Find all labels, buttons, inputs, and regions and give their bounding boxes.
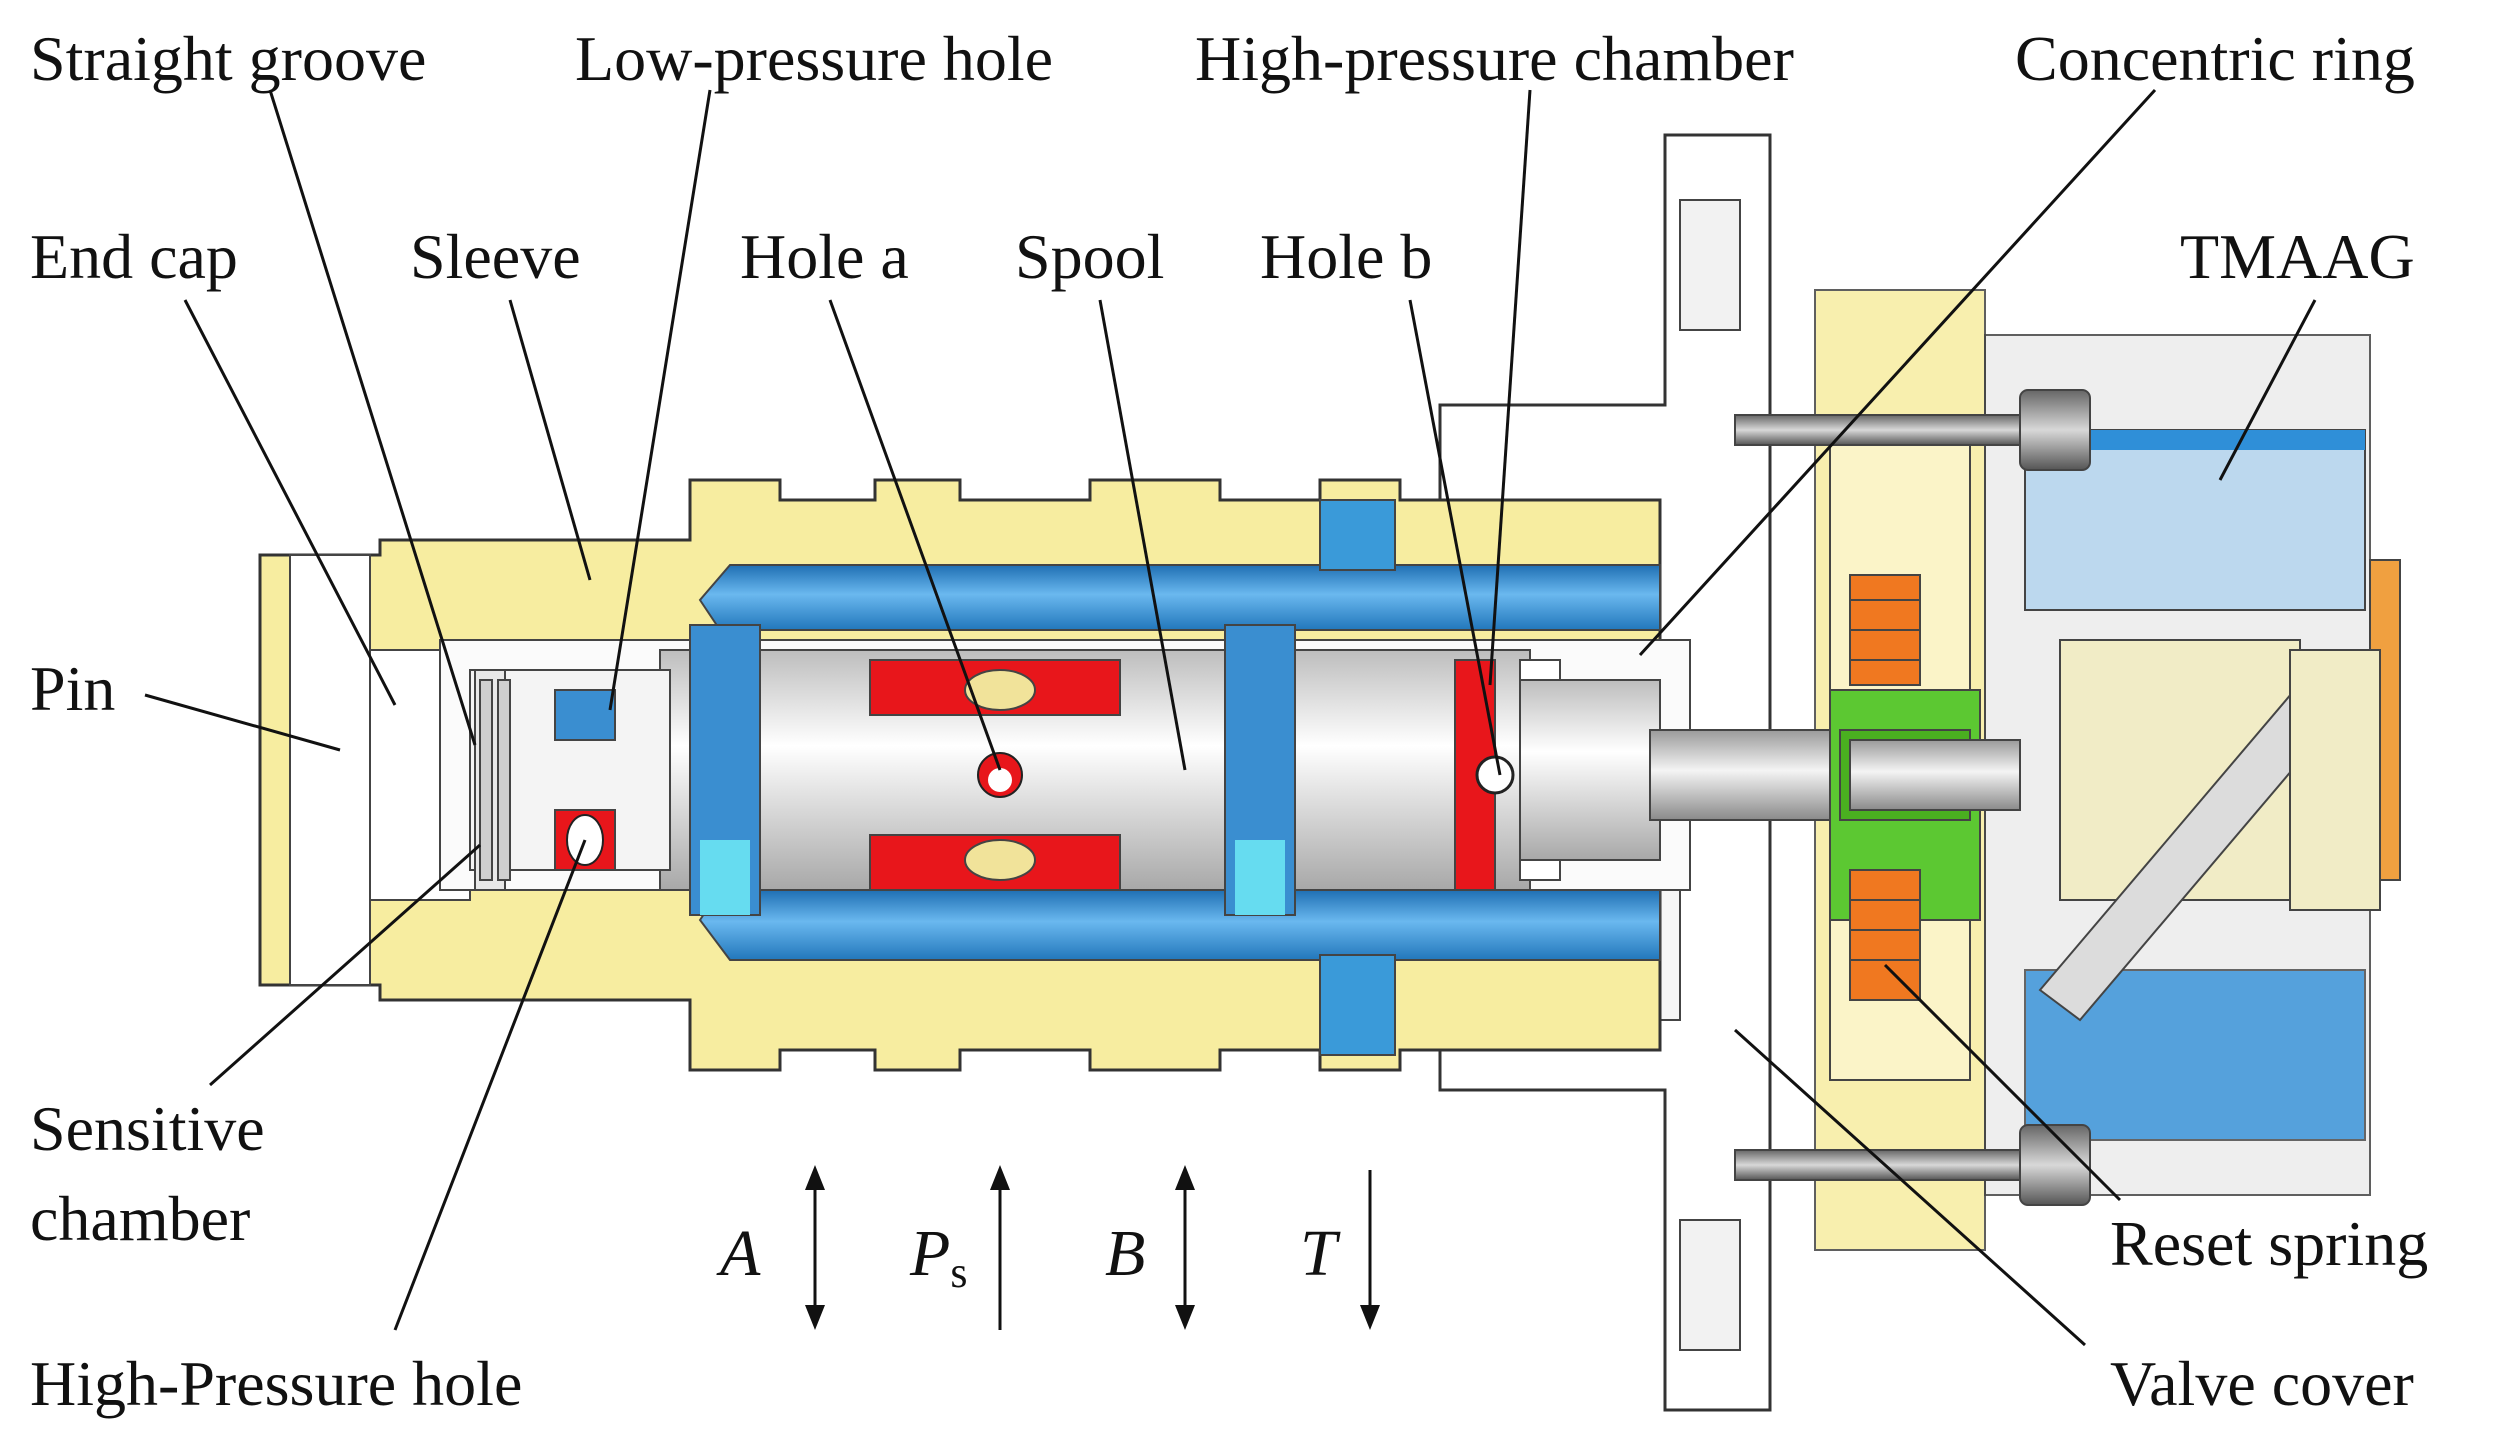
port-t-label: T	[1300, 1217, 1341, 1290]
end-cap-part	[469, 669, 671, 891]
label-straight-groove: Straight groove	[30, 23, 426, 94]
label-hole-b: Hole b	[1260, 221, 1432, 292]
bolts	[1734, 389, 2091, 1206]
label-tmaag: TMAAG	[2180, 221, 2415, 292]
tmaag-housing	[1984, 334, 2401, 1196]
label-end-cap: End cap	[30, 221, 238, 292]
port-b-label: B	[1105, 1217, 1145, 1290]
port-arrows	[805, 1165, 1380, 1330]
label-spool: Spool	[1015, 221, 1164, 292]
label-low-pressure-hole: Low-pressure hole	[575, 23, 1053, 94]
label-sleeve: Sleeve	[410, 221, 581, 292]
label-high-pressure-chamber: High-pressure chamber	[1195, 23, 1794, 94]
label-valve-cover: Valve cover	[2110, 1348, 2414, 1419]
port-ps-label: Ps	[909, 1217, 967, 1297]
spool-part	[659, 624, 1851, 916]
label-sensitive-chamber-1: Sensitive	[30, 1093, 265, 1164]
label-concentric-ring: Concentric ring	[2015, 23, 2415, 94]
leader-lines	[144, 88, 2317, 1347]
label-high-pressure-hole: High-Pressure hole	[30, 1348, 522, 1419]
port-a-label: A	[716, 1217, 761, 1290]
port-ps-main: P	[909, 1217, 950, 1290]
label-reset-spring: Reset spring	[2110, 1208, 2428, 1279]
label-hole-a: Hole a	[740, 221, 909, 292]
label-pin: Pin	[30, 653, 115, 724]
label-sensitive-chamber-2: chamber	[30, 1183, 250, 1254]
flow-channels	[698, 499, 1661, 1056]
labels: Straight groove Low-pressure hole High-p…	[30, 23, 2428, 1419]
port-ps-sub: s	[950, 1248, 967, 1297]
reset-spring-part	[1829, 574, 2021, 1001]
